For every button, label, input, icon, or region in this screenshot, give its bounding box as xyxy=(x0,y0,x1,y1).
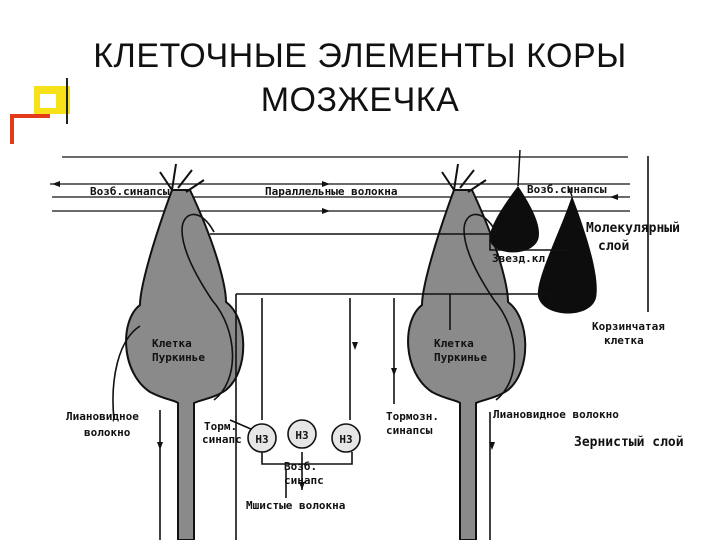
label-climbing-fiber-left-1: Лиановидное xyxy=(66,410,139,423)
parallel-fiber-arrows xyxy=(52,181,618,214)
decor-black-line xyxy=(66,78,68,124)
granule-cells: НЗ НЗ НЗ xyxy=(247,419,361,453)
purkinje-cell-left xyxy=(125,163,245,540)
parallel-fibers xyxy=(50,156,649,312)
label-molecular-layer-1: Молекулярный xyxy=(586,221,680,236)
label-granular-layer: Зернистый слой xyxy=(574,435,684,450)
page-title: КЛЕТОЧНЫЕ ЭЛЕМЕНТЫ КОРЫ МОЗЖЕЧКА xyxy=(40,34,680,122)
granule-label-1: НЗ xyxy=(255,433,268,446)
decor-white-square xyxy=(40,94,56,108)
label-molecular-layer-2: слой xyxy=(598,239,629,254)
label-purkinje-left-1: Клетка xyxy=(152,337,192,350)
label-inh-synapses-2: синапсы xyxy=(386,424,433,437)
label-parallel-fibers: Параллельные волокна xyxy=(265,185,397,198)
stellate-cell xyxy=(489,149,540,253)
label-mossy-fibers: Мшистые волокна xyxy=(246,499,345,512)
decor-red-line-h xyxy=(10,114,50,118)
label-exc-synapse-1: Возб. xyxy=(284,460,317,473)
title-line-1: КЛЕТОЧНЫЕ ЭЛЕМЕНТЫ КОРЫ xyxy=(93,37,627,75)
label-climbing-fiber-right: Лиановидное волокно xyxy=(493,408,619,421)
label-inh-synapse-1: Торм. xyxy=(204,420,237,433)
label-exc-synapse-2: синапс xyxy=(284,474,324,487)
decor-red-line-v xyxy=(10,114,14,144)
label-exc-synapses-left: Возб.синапсы xyxy=(90,185,170,198)
axon-paths xyxy=(112,213,570,540)
basket-cell xyxy=(537,185,597,314)
title-line-2: МОЗЖЕЧКА xyxy=(260,81,460,119)
label-purkinje-right-2: Пуркинье xyxy=(434,351,487,364)
label-inh-synapses-1: Тормозн. xyxy=(386,410,439,423)
label-purkinje-left-2: Пуркинье xyxy=(152,351,205,364)
purkinje-cell-right xyxy=(407,163,527,540)
label-stellate-cell: Звезд.кл xyxy=(492,252,545,265)
label-inh-synapse-2: синапс xyxy=(202,433,242,446)
label-basket-cell-2: клетка xyxy=(604,334,644,347)
granule-label-2: НЗ xyxy=(295,429,308,442)
label-climbing-fiber-left-2: волокно xyxy=(84,426,131,439)
label-purkinje-right-1: Клетка xyxy=(434,337,474,350)
label-basket-cell-1: Корзинчатая xyxy=(592,320,665,333)
label-exc-synapses-right: Возб.синапсы xyxy=(527,183,607,196)
granule-label-3: НЗ xyxy=(339,433,352,446)
